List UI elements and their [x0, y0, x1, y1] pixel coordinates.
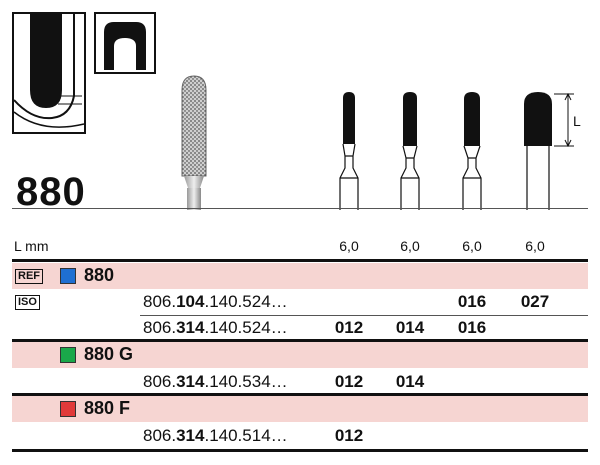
row-divider: [140, 315, 588, 316]
size-value: 6,0: [525, 238, 545, 254]
green-color-swatch: [60, 347, 76, 363]
ref-label: REF: [15, 269, 43, 284]
diamond-bur-illustration: [181, 75, 207, 210]
product-number: 880: [16, 170, 86, 214]
section-divider: [12, 339, 588, 342]
iso-size-value: 016: [457, 318, 487, 337]
catalog-code: 806.104.140.524…: [143, 292, 288, 311]
iso-size-value: 014: [395, 372, 425, 391]
size-value: 6,0: [400, 238, 420, 254]
bur-silhouette-4: [524, 92, 552, 210]
length-label: L mm: [14, 238, 49, 254]
catalog-code: 806.314.140.514…: [143, 426, 288, 445]
dimension-letter: L: [573, 113, 581, 129]
variant-label: 880 G: [84, 344, 134, 364]
iso-label: ISO: [15, 295, 40, 310]
table-bottom-border: [12, 449, 588, 452]
bur-silhouette-3: [462, 92, 482, 210]
section-divider: [12, 393, 588, 396]
catalog-code: 806.314.140.534…: [143, 372, 288, 391]
iso-size-value: 012: [334, 372, 364, 391]
iso-size-value: 027: [520, 292, 550, 311]
section-header-880: [12, 263, 588, 289]
variant-label: 880 F: [84, 398, 131, 418]
section-header-880f: [12, 396, 588, 422]
iso-size-value: 016: [457, 292, 487, 311]
iso-size-value: 012: [334, 318, 364, 337]
size-value: 6,0: [339, 238, 359, 254]
blue-color-swatch: [60, 268, 76, 284]
crown-preparation-icon: [94, 12, 156, 74]
drawing-baseline: [12, 208, 588, 209]
size-value: 6,0: [462, 238, 482, 254]
variant-label: 880: [84, 265, 115, 285]
iso-size-value: 012: [334, 426, 364, 445]
bur-silhouette-2: [400, 92, 420, 210]
section-header-880g: [12, 342, 588, 368]
iso-size-value: 014: [395, 318, 425, 337]
bur-silhouette-1: [339, 92, 359, 210]
cavity-preparation-icon: [12, 12, 86, 134]
catalog-code: 806.314.140.524…: [143, 318, 288, 337]
length-dimension-marker: [554, 92, 574, 148]
red-color-swatch: [60, 401, 76, 417]
section-divider: [12, 259, 588, 262]
